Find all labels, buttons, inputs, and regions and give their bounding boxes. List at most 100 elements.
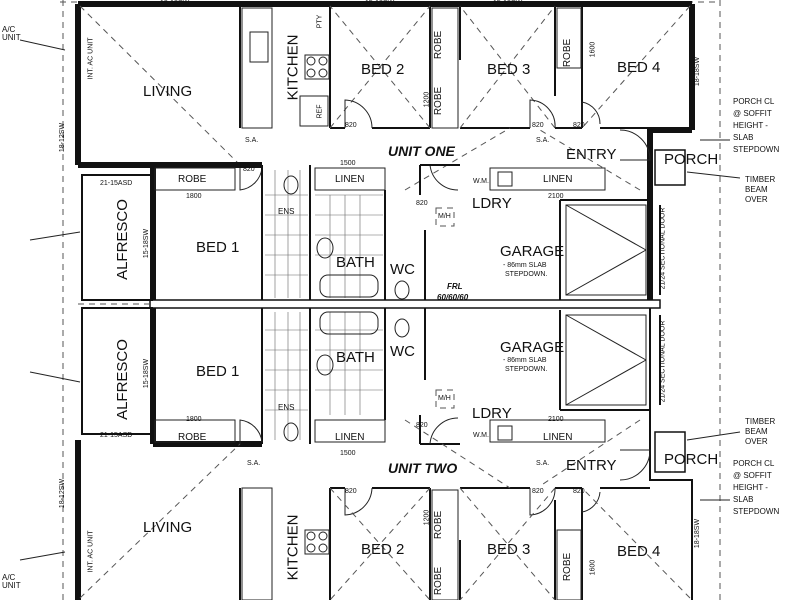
diag [329,487,431,600]
u1-title: UNIT ONE [388,143,455,159]
u2-living: LIVING [143,519,193,536]
door-swing [429,164,459,191]
robe-bed3-u2 [556,529,582,600]
burner [318,56,328,66]
u1-robe-bed1: ROBE [178,174,207,185]
u2-bed3: BED 3 [487,541,531,558]
robe-bed3 [556,7,582,69]
dim-1500: 1500 [340,160,356,167]
burner [318,531,328,541]
u1-sa: S.A. [245,137,259,144]
door-swing [239,419,263,444]
kitchen-bench-u2 [241,487,273,600]
dim-alfresco-side-top: 15-18SW [143,228,151,259]
diag [539,129,641,191]
u1-linen-2: LINEN [543,174,573,185]
diag [459,487,556,600]
u1-porch-note-4: SLAB [733,133,754,142]
u2-porch-note-2: @ SOFFIT [733,471,772,480]
u2-robe-bed3: ROBE [562,552,574,582]
diag [404,419,511,489]
u1-porch-note-5: STEPDOWN [733,145,780,154]
burner [318,68,328,78]
dim-1200: 1200 [423,91,431,108]
u1-timber-2: BEAM [745,185,768,194]
dim-1800: 1800 [186,193,202,200]
garage-walls [559,199,650,300]
leader [686,431,741,441]
door-swing [529,99,556,129]
dim-alfresco-top: 21-15ASD [100,180,133,187]
bathtub-u2 [319,311,379,335]
diag [404,127,511,191]
u2-porch-note-1: PORCH CL [733,459,775,468]
alfresco-top [81,174,153,301]
dim-1200: 1200 [423,509,431,526]
leader [29,231,81,241]
dim-top-1: 18-18SW [160,0,190,7]
u2-ens: ENS [278,403,295,412]
u1-porch-note-3: HEIGHT - [733,121,768,130]
u2-linen-2: LINEN [543,432,573,443]
dim-820: 820 [573,122,585,129]
u1-robe-bed3: ROBE [562,38,574,68]
door-swing [581,488,601,513]
door-swing [581,101,601,128]
u1-bed3: BED 3 [487,61,531,78]
u1-garage-note2: STEPDOWN. [505,271,548,278]
unit-two-garage-walls [559,308,693,600]
washing-machine [497,171,513,187]
u2-robe-bed2b: ROBE [433,566,445,596]
dim-sectional-bottom: 21/24 SECTIONAL DOOR [659,320,667,403]
u2-porch-note-3: HEIGHT - [733,483,768,492]
u2-linen: LINEN [335,432,365,443]
dim-top-2: 15-18SW [365,0,395,7]
toilet-wc [394,280,410,300]
wet-area-walls [261,164,460,300]
u1-porch-note-1: PORCH CL [733,97,775,106]
u1-living: LIVING [143,83,193,100]
dim-top-3: 15-18SW [493,0,523,7]
leader [19,551,66,561]
u1-sa-2: S.A. [536,137,550,144]
u1-kitchen: KITCHEN [284,34,302,101]
u1-bed4: BED 4 [617,59,661,76]
basin-bath-u2 [316,354,334,376]
dim-alfresco-side-bottom: 15-18SW [143,358,151,389]
u2-porch-note-5: STEPDOWN [733,507,780,516]
u2-garage: GARAGE [500,339,565,356]
robe-bed2 [431,7,459,129]
u1-robe-bed2: ROBE [433,30,445,60]
linen-cupboard-2 [489,167,606,191]
u1-bath: BATH [336,254,375,271]
u1-entry: ENTRY [566,146,617,163]
dim-sectional-top: 21/24 SECTIONAL DOOR [659,207,667,290]
u1-mh: M/H [438,213,451,220]
unit-two-bedroom-walls [239,488,583,600]
dim-2100: 2100 [548,193,564,200]
u2-robe-bed2: ROBE [433,510,445,540]
kitchen-sink [249,31,269,63]
garage-diag [565,359,647,406]
dim-1600: 1600 [589,559,597,576]
u2-title: UNIT TWO [388,460,458,476]
diag [581,5,691,129]
bedroom-walls [429,6,583,128]
diag [581,487,691,599]
leader [19,39,66,51]
diag [79,443,241,599]
garage-diag [565,204,647,251]
u1-pantry: PTY [316,14,324,29]
kitchen-bench [241,7,273,129]
door-swing [619,129,651,161]
u2-bed2: BED 2 [361,541,405,558]
ensuite-tiles [265,170,383,298]
cooktop [304,54,330,80]
diag [79,5,241,166]
u2-garage-note2: STEPDOWN. [505,366,548,373]
fridge-space [299,95,329,127]
dim-820: 820 [532,122,544,129]
toilet-wc-u2 [394,318,410,338]
